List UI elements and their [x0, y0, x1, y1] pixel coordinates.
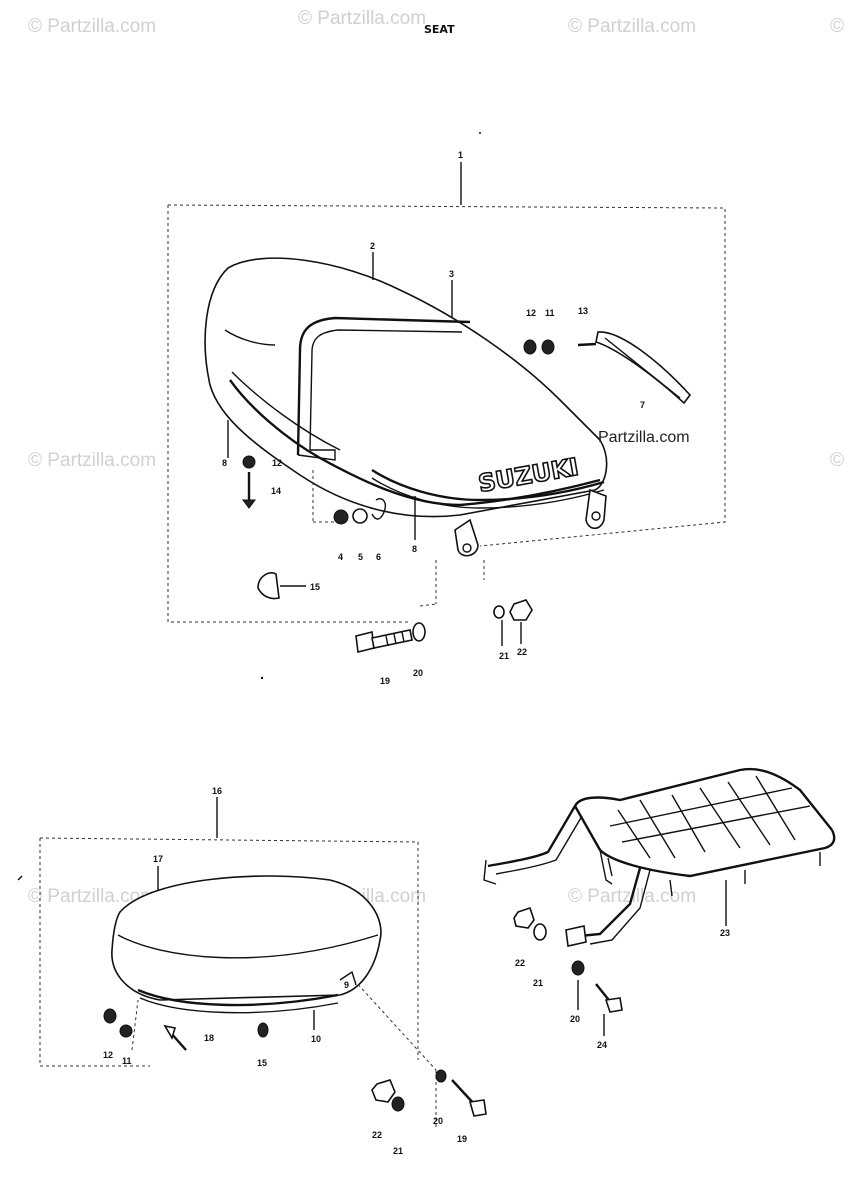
callout-21c: 21 [533, 978, 543, 988]
callout-16: 16 [212, 786, 222, 796]
watermark: © [830, 16, 844, 37]
callout-12a: 12 [526, 308, 536, 318]
callout-22a: 22 [517, 647, 527, 657]
callout-8b: 8 [412, 544, 417, 554]
main-seat-assembly: SUZUKI Partzilla.com [167, 162, 726, 653]
callout-21a: 21 [499, 651, 509, 661]
callout-11b: 11 [122, 1056, 132, 1066]
pillion-seat-assembly [39, 797, 487, 1128]
callout-10: 10 [311, 1034, 321, 1044]
watermark-inline: Partzilla.com [598, 429, 690, 446]
watermark: © [830, 450, 844, 471]
callout-6: 6 [376, 552, 381, 562]
callouts-main: 1 2 3 12 11 13 7 8 12 14 4 5 6 8 15 19 2… [222, 150, 645, 686]
callout-15a: 15 [310, 582, 320, 592]
callout-15b: 15 [257, 1058, 267, 1068]
callout-7: 7 [640, 400, 645, 410]
watermark: © Partzilla.com [28, 886, 156, 907]
callout-17: 17 [153, 854, 163, 864]
watermark: © Partzilla.com [28, 16, 156, 37]
watermark: © Partzilla.com [568, 16, 696, 37]
callout-14: 14 [271, 486, 281, 496]
callout-18: 18 [204, 1033, 214, 1043]
luggage-carrier-assembly [483, 767, 836, 1013]
callout-20a: 20 [413, 668, 423, 678]
callout-23: 23 [720, 928, 730, 938]
watermark: © Partzilla.com [298, 8, 426, 29]
callout-13: 13 [578, 306, 588, 316]
callout-12c: 12 [103, 1050, 113, 1060]
callout-19b: 19 [457, 1134, 467, 1144]
callout-19a: 19 [380, 676, 390, 686]
callout-8a: 8 [222, 458, 227, 468]
page-title: SEAT [424, 23, 455, 36]
callout-2: 2 [370, 241, 375, 251]
callout-22c: 22 [515, 958, 525, 968]
callout-12b: 12 [272, 458, 282, 468]
callouts-pillion: 16 17 9 12 11 18 15 10 22 21 20 19 [103, 786, 467, 1156]
callout-22b: 22 [372, 1130, 382, 1140]
callout-1: 1 [458, 150, 463, 160]
callout-4: 4 [338, 552, 343, 562]
callout-9: 9 [344, 980, 349, 990]
callout-11a: 11 [545, 308, 555, 318]
callout-3: 3 [449, 269, 454, 279]
callout-21b: 21 [393, 1146, 403, 1156]
callouts-carrier: 23 22 21 20 24 [515, 880, 730, 1050]
callout-24: 24 [597, 1040, 607, 1050]
callout-5: 5 [358, 552, 363, 562]
callout-20c: 20 [570, 1014, 580, 1024]
watermark: © Partzilla.com [28, 450, 156, 471]
callout-20b: 20 [433, 1116, 443, 1126]
